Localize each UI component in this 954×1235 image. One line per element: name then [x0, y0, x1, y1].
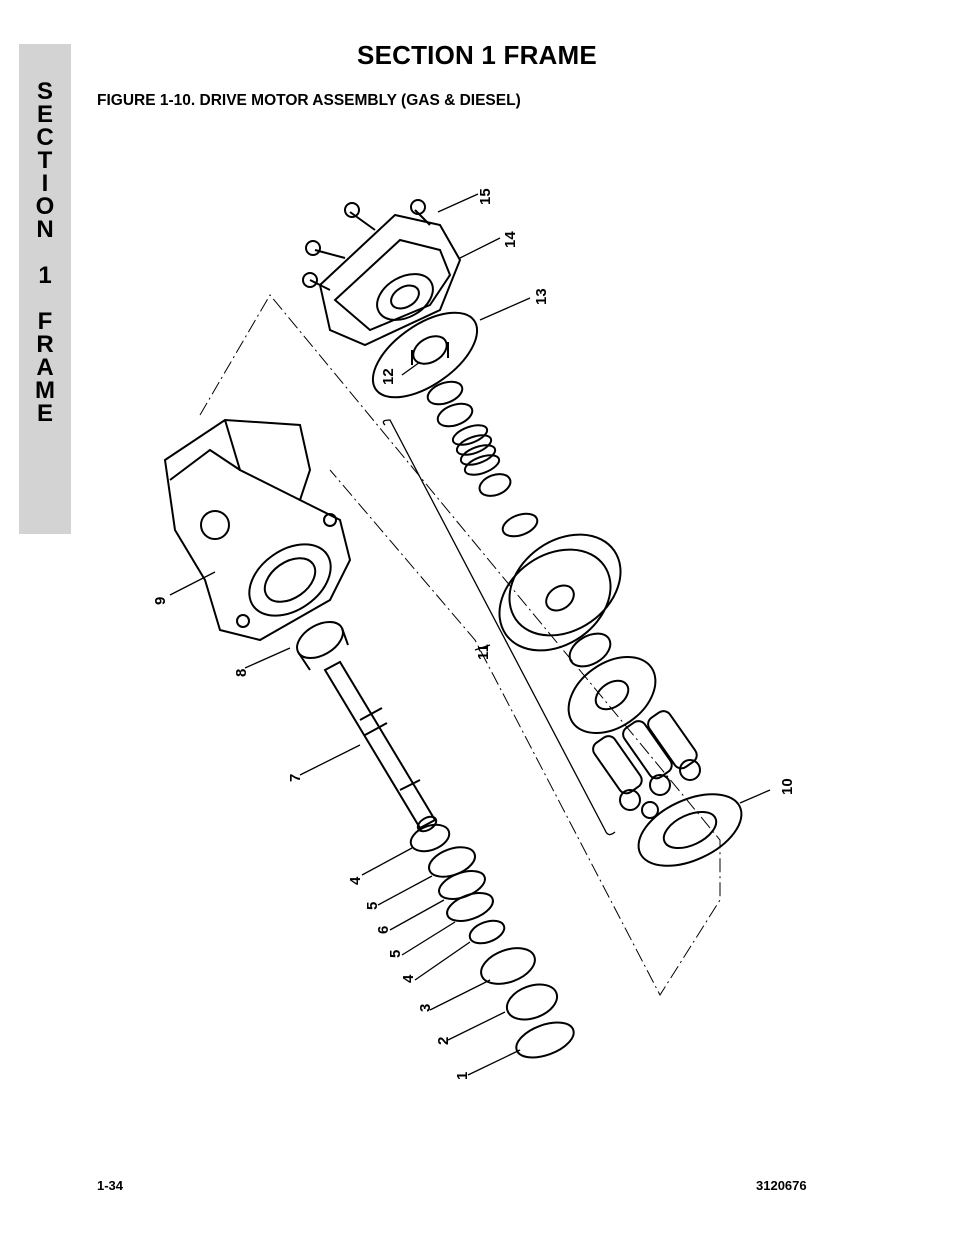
motor-housing-illustration [163, 418, 352, 642]
callout-leader-lines [169, 193, 771, 1076]
cover-plate-illustration [302, 199, 462, 347]
side-tab-letter: T [37, 147, 53, 174]
swash-plate-illustration [637, 793, 743, 867]
bearing-12-illustration [411, 335, 449, 365]
side-tab-letter: N [36, 216, 54, 243]
bearing-8-illustration [296, 620, 349, 671]
side-tab-letter: O [35, 193, 55, 220]
callout-15: 15 [477, 188, 494, 205]
side-tab-letter: A [36, 354, 54, 381]
drive-shaft-illustration [323, 660, 438, 833]
assembly-dashed-outline [199, 294, 721, 997]
side-tab-letter: F [37, 308, 53, 335]
side-tab-letter: R [36, 331, 54, 358]
callout-1: 1 [454, 1072, 471, 1080]
figure-caption: FIGURE 1-10. DRIVE MOTOR ASSEMBLY (GAS &… [97, 92, 521, 109]
callout-12: 12 [380, 368, 397, 385]
callout-11: 11 [475, 644, 492, 660]
drive-motor-exploded-view: 15 14 13 12 11 10 9 8 7 4 5 6 5 4 3 2 1 [152, 188, 796, 1080]
callout-3: 3 [417, 1004, 434, 1012]
side-tab-letter: C [36, 124, 54, 151]
pistons-illustration [592, 710, 701, 819]
callout-14: 14 [502, 231, 519, 248]
callout-5a: 5 [364, 902, 381, 910]
callout-8: 8 [233, 669, 250, 677]
callout-4b: 4 [400, 974, 417, 983]
side-tab-letter: E [36, 400, 53, 427]
shaft-seal-stack-illustration [409, 823, 575, 1059]
side-tab-letter: S [36, 78, 53, 105]
page-number: 1-34 [97, 1178, 124, 1193]
document-number: 3120676 [756, 1178, 807, 1193]
retainer-plate-illustration [567, 655, 657, 735]
side-tab-letter: E [36, 101, 53, 128]
callout-2: 2 [435, 1037, 452, 1045]
callout-5b: 5 [387, 950, 404, 958]
side-tab-letter: M [35, 377, 55, 404]
callout-6: 6 [375, 926, 392, 934]
callout-4a: 4 [347, 876, 364, 885]
callout-7: 7 [287, 774, 304, 782]
side-tab-letter: 1 [38, 262, 52, 289]
spring-illustration [451, 424, 501, 476]
bracket-11 [382, 419, 616, 836]
callout-13: 13 [533, 288, 550, 305]
side-tab-letter: I [41, 170, 49, 197]
cylinder-block-illustration [498, 533, 622, 652]
callout-9: 9 [152, 597, 169, 605]
o-ring-illustration [371, 311, 479, 399]
section-title: SECTION 1 FRAME [357, 40, 597, 70]
callout-10: 10 [779, 778, 796, 795]
